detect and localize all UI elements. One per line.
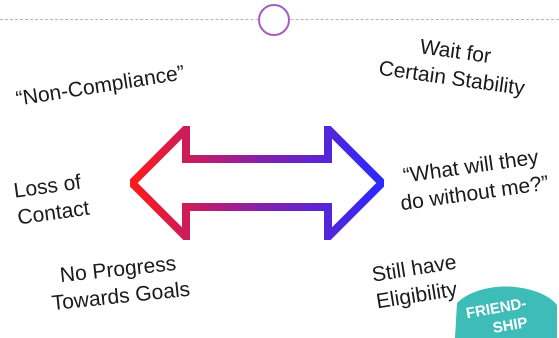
ornament-ring-icon (258, 4, 290, 36)
label-no-progress: No Progress Towards Goals (48, 249, 192, 318)
label-still-have-eligibility: Still have Eligibility (370, 249, 463, 316)
label-non-compliance: “Non-Compliance” (14, 61, 187, 111)
label-what-will-they-do: “What will they do without me?” (395, 143, 551, 218)
label-wait-for-stability: Wait for Certain Stability (377, 28, 530, 103)
label-loss-of-contact: Loss of Contact (12, 168, 91, 232)
double-headed-arrow-icon (130, 126, 384, 240)
